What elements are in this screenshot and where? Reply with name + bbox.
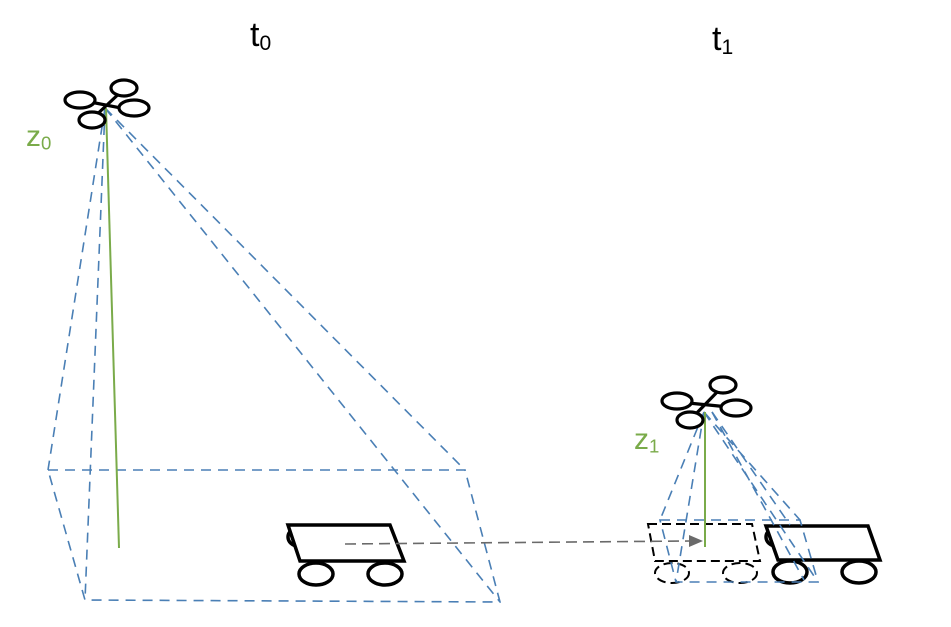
camera-frustum-t1 (658, 411, 820, 583)
motion-arrow (344, 535, 703, 547)
height-label-z0: z0 (26, 120, 51, 154)
camera-frustum-t0 (46, 107, 502, 603)
drone-icon (660, 375, 753, 430)
time-label-t1-sub: 1 (721, 35, 734, 59)
robot-wheel (366, 561, 404, 587)
frustum-edge-t0-c (104, 107, 501, 603)
time-label-t0-sub: 0 (259, 31, 272, 55)
height-label-z1-sub: 1 (649, 435, 660, 457)
ground-robot-predicted-position (646, 523, 762, 584)
time-label-t0-main: t (250, 16, 260, 54)
robot-wheel (297, 561, 335, 587)
frustum-edge-t0-b (104, 107, 466, 471)
ground-robot-icon (763, 524, 883, 585)
height-label-z1-main: z (634, 423, 649, 456)
robot-body (285, 523, 407, 563)
time-label-t1: t1 (712, 20, 733, 60)
footprint-t0 (46, 469, 502, 603)
drone-icon (63, 78, 151, 130)
height-label-z1: z1 (634, 423, 659, 457)
height-label-z0-sub: 0 (41, 132, 52, 154)
frustum-edge-t0-d (84, 107, 106, 601)
height-label-z0-main: z (26, 120, 41, 153)
frustum-edge-t0-a (47, 107, 106, 471)
time-label-t0: t0 (250, 16, 271, 56)
height-line-z0 (105, 107, 120, 549)
ground-robot-icon (285, 523, 407, 587)
time-label-t1-main: t (712, 20, 722, 58)
